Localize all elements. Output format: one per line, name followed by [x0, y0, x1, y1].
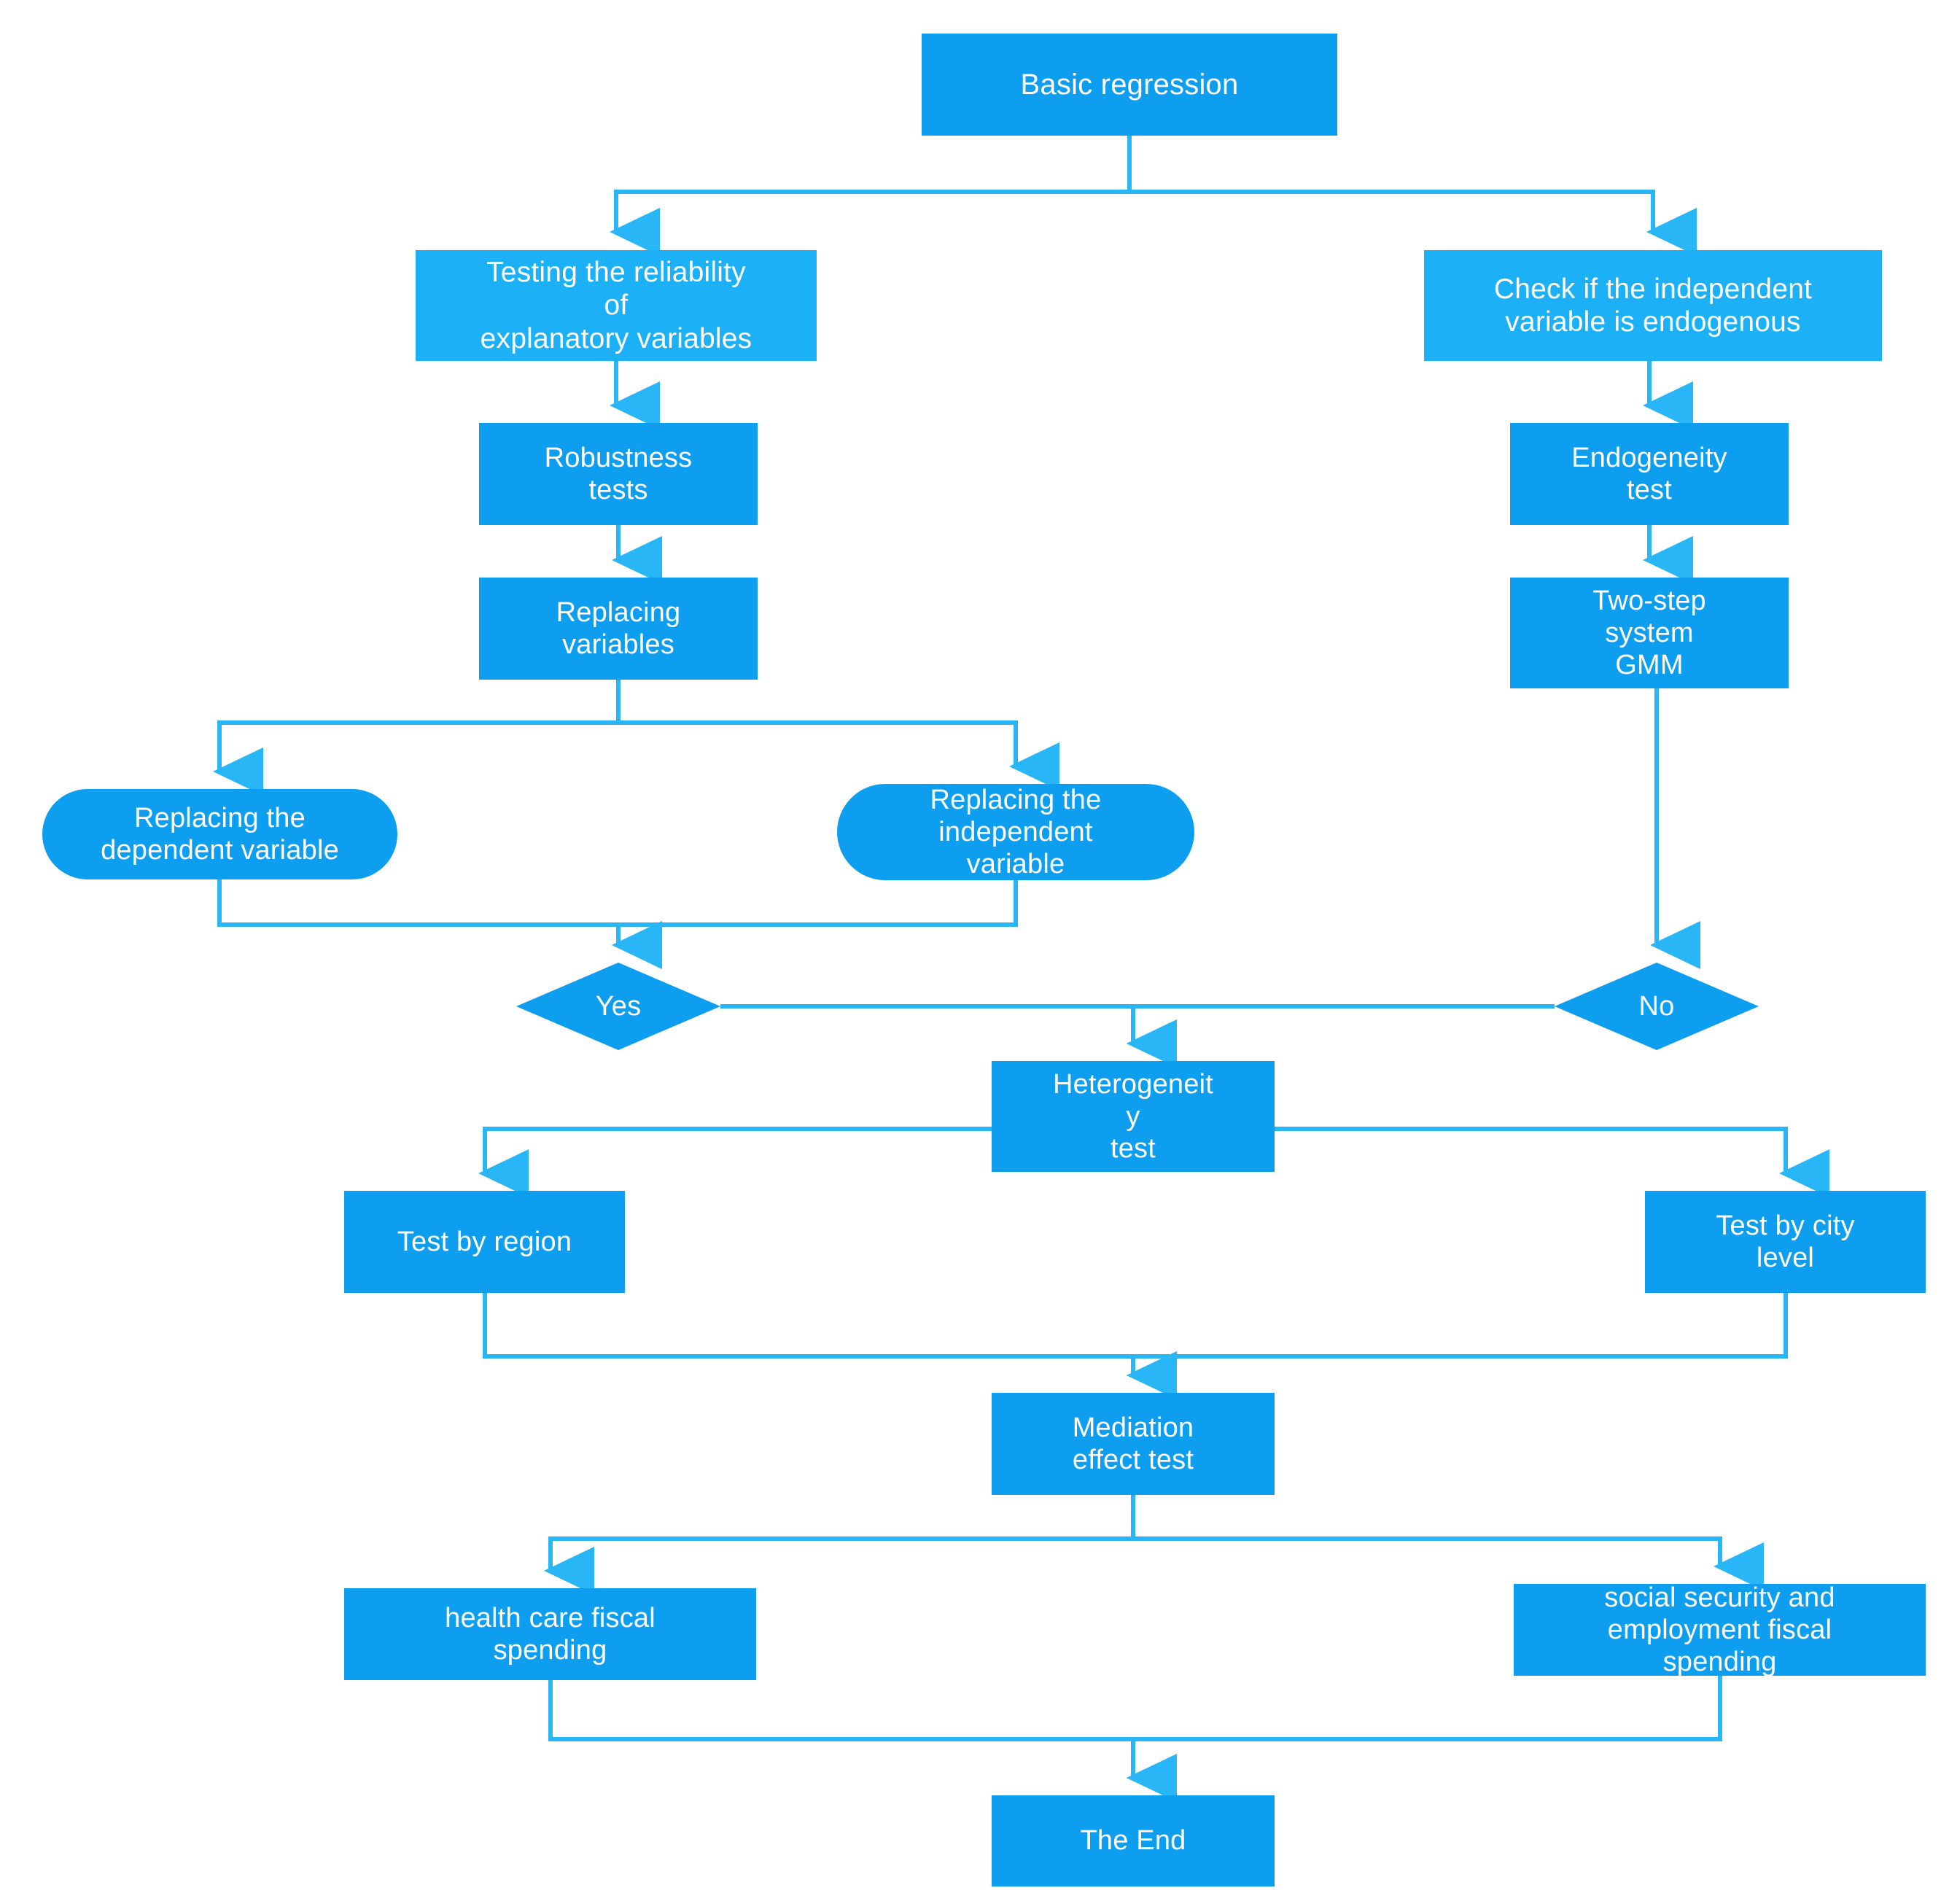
- node-the-end[interactable]: The End: [992, 1795, 1275, 1886]
- node-replacing-dependent-variable[interactable]: Replacing the dependent variable: [42, 789, 397, 879]
- connector-basic-to-check: [1127, 136, 1697, 256]
- connector-hetero-left: [478, 1127, 992, 1197]
- connector-replacing-to-independent: [616, 680, 1059, 790]
- connector-no-to-heterogeneity: [1127, 1004, 1555, 1068]
- connector-region-to-mediation: [483, 1293, 1177, 1399]
- node-mediation-effect-test[interactable]: Mediation effect test: [992, 1393, 1275, 1495]
- node-basic-regression[interactable]: Basic regression: [922, 34, 1337, 136]
- node-endogeneity-test[interactable]: Endogeneity test: [1510, 423, 1789, 525]
- node-check-independent-endogenous[interactable]: Check if the independent variable is end…: [1424, 250, 1882, 361]
- connector-replacing-to-dependent: [213, 680, 621, 796]
- connector-yes-to-heterogeneity: [720, 1004, 1177, 1068]
- node-decision-no[interactable]: No: [1555, 963, 1759, 1050]
- decision-yes-label: Yes: [595, 990, 642, 1022]
- node-two-step-system-gmm[interactable]: Two-step system GMM: [1510, 578, 1789, 688]
- connector-mediation-to-social: [1131, 1495, 1764, 1590]
- connector-city-to-mediation: [1127, 1293, 1788, 1399]
- node-testing-reliability[interactable]: Testing the reliability of explanatory v…: [416, 250, 817, 361]
- connector-social-to-end: [1127, 1676, 1722, 1802]
- connector-hetero-right: [1275, 1127, 1829, 1197]
- node-robustness-tests[interactable]: Robustness tests: [479, 423, 758, 525]
- node-test-by-city-level[interactable]: Test by city level: [1645, 1191, 1926, 1293]
- connector-mediation-to-health: [544, 1495, 1135, 1595]
- node-decision-yes[interactable]: Yes: [516, 963, 720, 1050]
- connector-basic-to-testing: [610, 136, 1132, 256]
- connector-independent-to-yes: [612, 880, 1018, 969]
- decision-no-label: No: [1638, 990, 1675, 1022]
- node-health-care-fiscal-spending[interactable]: health care fiscal spending: [344, 1588, 756, 1680]
- connector-dependent-to-yes: [217, 879, 662, 969]
- connector-health-to-end: [548, 1680, 1177, 1802]
- node-test-by-region[interactable]: Test by region: [344, 1191, 625, 1293]
- node-social-security-employment-fiscal-spending[interactable]: social security and employment fiscal sp…: [1514, 1582, 1926, 1677]
- node-replacing-independent-variable[interactable]: Replacing the independent variable: [837, 784, 1194, 880]
- node-replacing-variables[interactable]: Replacing variables: [479, 578, 758, 680]
- node-heterogeneity-test[interactable]: Heterogeneit y test: [992, 1061, 1275, 1172]
